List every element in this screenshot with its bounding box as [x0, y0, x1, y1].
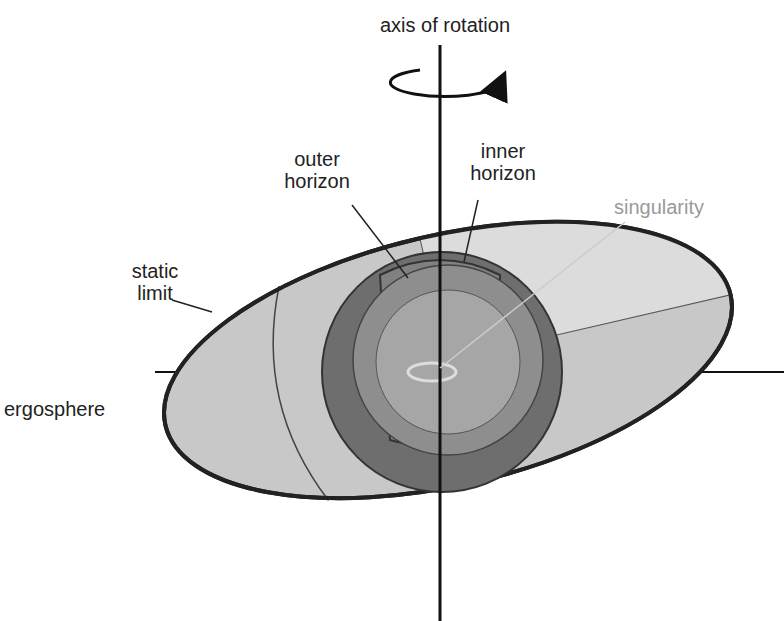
rotation-axis [439, 45, 442, 621]
part-label: outer horizon [272, 148, 362, 192]
leader-line [352, 205, 408, 278]
outer-horizon-sphere [322, 252, 562, 492]
leader-line [440, 222, 625, 368]
leader-line [464, 200, 478, 262]
part-label: static limit [115, 260, 195, 304]
axis-label: axis of rotation [345, 14, 545, 36]
part-label: singularity [594, 196, 724, 218]
inner-horizon-sphere [353, 265, 543, 455]
part-label: inner horizon [458, 140, 548, 184]
part-label: ergosphere [4, 398, 124, 420]
leader-line [172, 300, 212, 312]
ring-singularity [408, 363, 456, 381]
rotation-arrow [390, 70, 500, 96]
static-limit-ellipsoid [137, 173, 758, 547]
